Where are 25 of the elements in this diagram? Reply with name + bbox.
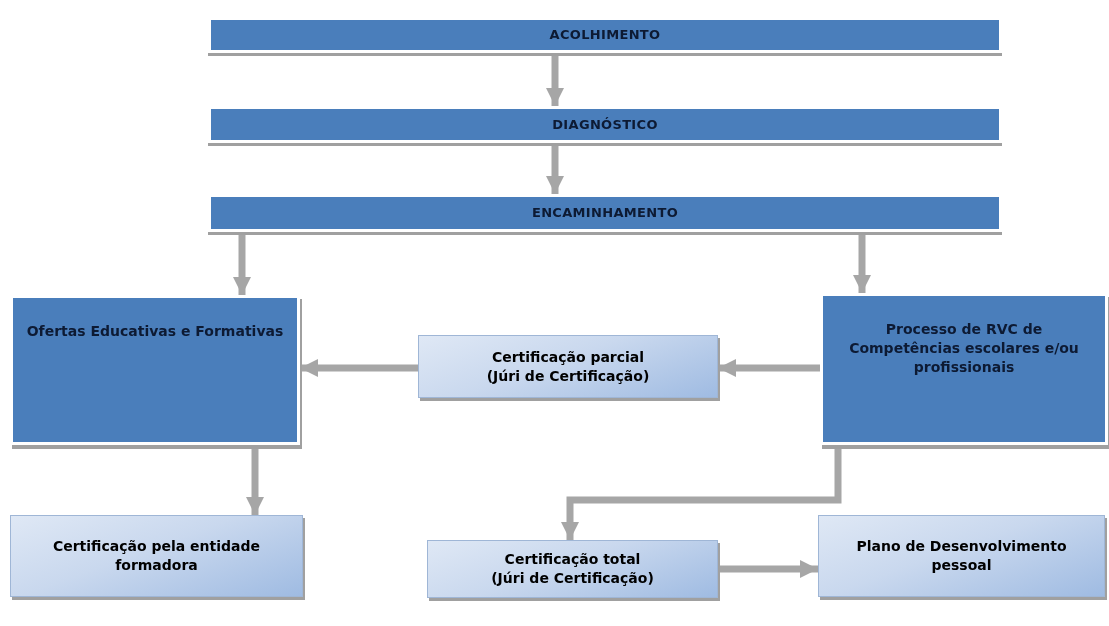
process-box	[10, 515, 303, 597]
arrow	[718, 359, 820, 377]
box-label: Certificação pela entidade formadora	[51, 537, 262, 575]
box-label: Plano de Desenvolvimento pessoal	[855, 537, 1068, 575]
box-label: Processo de RVC de Competências escolares e/ou profissionais	[848, 320, 1080, 377]
stage-bar	[208, 106, 1002, 143]
stage-bar	[208, 194, 1002, 232]
arrow	[853, 232, 871, 293]
box-label: Ofertas Educativas e Formativas	[26, 322, 284, 341]
box-label: ENCAMINHAMENTO	[531, 204, 679, 222]
arrow	[546, 53, 564, 106]
box-label: (Júri de Certificação)	[486, 366, 650, 386]
arrow	[233, 232, 251, 295]
process-box	[818, 515, 1105, 597]
arrow	[300, 359, 418, 377]
arrow	[546, 143, 564, 194]
process-box	[427, 540, 718, 598]
box-label: DIAGNÓSTICO	[552, 115, 658, 134]
process-box	[418, 335, 718, 398]
box-label: (Júri de Certificação)	[491, 569, 654, 588]
box-label: Certificação total	[504, 550, 641, 569]
stage-bar	[208, 17, 1002, 53]
box-label: ACOLHIMENTO	[549, 26, 661, 44]
box-label: Certificação parcial	[491, 347, 645, 367]
arrow	[718, 560, 818, 578]
